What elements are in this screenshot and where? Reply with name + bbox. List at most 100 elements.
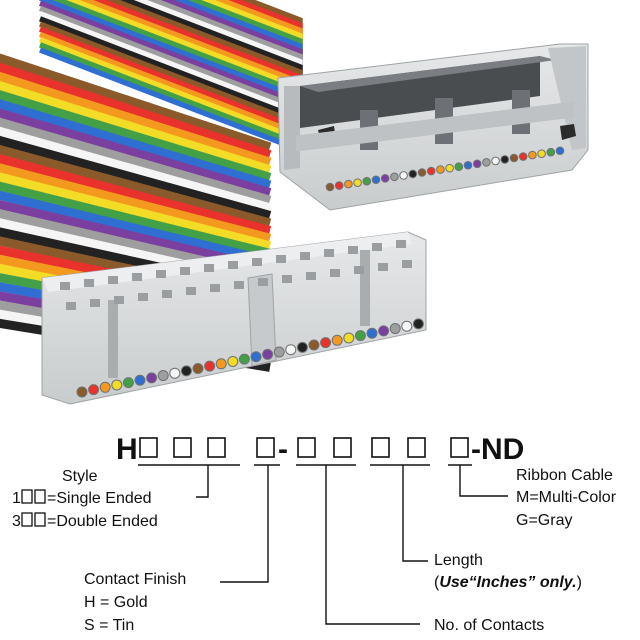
contact-hole [306, 272, 316, 280]
wire-end [122, 377, 134, 389]
ribbon-strand [0, 53, 272, 152]
wire-end [390, 172, 399, 182]
ribbon-strand [0, 163, 272, 243]
contacts-box-1 [297, 437, 316, 458]
socket-contact-holes [60, 240, 412, 310]
wire-end [111, 379, 123, 391]
contacts-leader [325, 465, 420, 625]
wire-end [518, 152, 528, 161]
wire-end [343, 332, 355, 344]
contact-hole [372, 243, 382, 251]
contact-hole [60, 282, 70, 290]
wire-end [380, 174, 390, 183]
contact-finish-tin: S = Tin [84, 617, 134, 634]
ribbon-strand [0, 90, 272, 182]
contact-hole [132, 273, 142, 281]
length-box-1 [371, 437, 390, 458]
cable-leader [459, 465, 508, 497]
wire-end [204, 360, 216, 372]
ribbon-strand [0, 71, 272, 167]
contact-hole [180, 267, 190, 275]
contact-hole [402, 260, 412, 268]
length-box-2 [407, 437, 426, 458]
wire-end [180, 365, 192, 377]
contact-hole [258, 278, 268, 286]
style-title: Style [62, 468, 98, 485]
ribbon-strand [0, 126, 272, 213]
code-suffix: -ND [471, 433, 524, 466]
wire-end [296, 341, 308, 353]
wire-end [362, 176, 372, 186]
contacts-box-2 [333, 437, 352, 458]
contact-hole [300, 252, 310, 260]
style-double-box-2 [34, 512, 46, 527]
contact-hole [162, 290, 172, 298]
wire-end [325, 182, 335, 192]
length-leader [402, 465, 428, 562]
wire-end [344, 179, 353, 189]
wire-end [238, 353, 250, 365]
socket-wire-ends [76, 318, 424, 398]
wire-end [555, 146, 565, 156]
wire-end [353, 178, 362, 187]
ribbon-strand [0, 81, 272, 175]
contact-hole [90, 299, 100, 307]
contact-hole [210, 284, 220, 292]
code-separator: - [278, 433, 288, 466]
wire-end [509, 153, 519, 163]
wire-end [378, 325, 390, 337]
style-single-text: =Single Ended [47, 490, 152, 507]
wire-end [463, 160, 473, 170]
wire-end [76, 386, 88, 398]
contact-hole [108, 276, 118, 284]
contact-hole [348, 246, 358, 254]
wire-end [331, 334, 343, 346]
style-box-3 [207, 437, 226, 458]
contact-hole [138, 293, 148, 301]
contact-hole [276, 255, 286, 263]
style-double-box-1 [21, 512, 33, 527]
style-single-box-1 [21, 489, 33, 504]
ribbon-strand [0, 172, 272, 251]
wire-end [146, 372, 158, 384]
contacts-title: No. of Contacts [434, 617, 544, 634]
contact-hole [330, 269, 340, 277]
wire-end [366, 327, 378, 339]
style-double-text: =Double Ended [47, 513, 158, 530]
wire-end [354, 330, 366, 342]
ribbon-strand [0, 117, 272, 205]
style-single-box-2 [34, 489, 46, 504]
style-box-2 [173, 437, 192, 458]
contact-hole [252, 258, 262, 266]
wire-end [491, 156, 500, 166]
contact-hole [396, 240, 406, 248]
finish-box [256, 437, 275, 458]
style-leader [196, 465, 209, 498]
style-double-prefix: 3 [12, 513, 21, 530]
contact-hole [378, 263, 388, 271]
wire-end [537, 149, 546, 158]
wire-end [157, 370, 169, 382]
header-connector [277, 43, 589, 211]
wire-end [308, 339, 320, 351]
contact-finish-title: Contact Finish [84, 571, 186, 588]
wire-end [262, 348, 274, 360]
part-number-diagram: H - -ND Style 1 =Single Ended 3 =Double … [12, 433, 617, 634]
wire-end [273, 346, 285, 358]
code-prefix: H [116, 433, 138, 466]
wire-end [215, 358, 227, 370]
contact-finish-gold: H = Gold [84, 594, 148, 611]
style-box-1 [139, 437, 158, 458]
wire-end [227, 355, 239, 367]
ribbon-strand [0, 135, 272, 220]
wire-end [389, 323, 401, 335]
wire-end [192, 363, 204, 374]
wire-end [546, 147, 556, 157]
contact-hole [204, 264, 214, 272]
wire-end [500, 155, 510, 164]
contact-hole [66, 302, 76, 310]
contact-hole [114, 296, 124, 304]
ribbon-strand [0, 62, 272, 159]
wire-end [454, 162, 464, 171]
wire-end [417, 168, 427, 177]
